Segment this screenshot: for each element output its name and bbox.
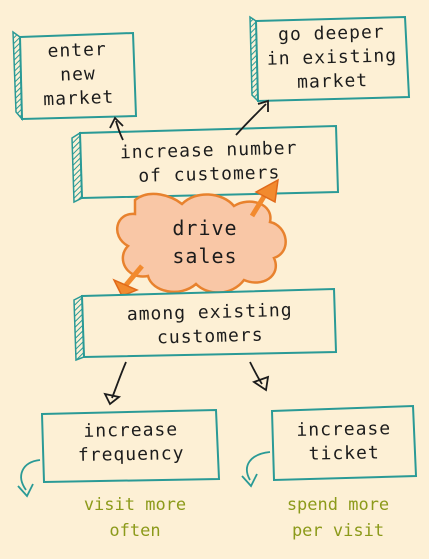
arrow-to-increase-ticket (249, 361, 270, 392)
cloud-drive-sales (116, 192, 287, 294)
label-line: market (296, 70, 369, 93)
box-enter-new-market (12, 30, 138, 122)
arrow-to-visit-more-often (17, 459, 41, 498)
label-line: ticket (308, 442, 380, 465)
label-line: drive (172, 216, 238, 240)
label-enter-new-market: enter new market (21, 37, 135, 113)
label-go-deeper: go deeper in existing market (257, 20, 407, 96)
label-line: market (42, 86, 115, 111)
box-increase-customers (71, 124, 340, 204)
label-line: sales (172, 244, 238, 268)
label-line: frequency (77, 443, 185, 466)
arrow-to-spend-more (241, 451, 271, 488)
note-visit-more-often: visit more often (40, 492, 230, 544)
arrow-cloud-down (112, 264, 144, 297)
note-line: spend more (286, 495, 390, 515)
note-line: per visit (291, 521, 385, 541)
arrow-cloud-up (249, 178, 279, 218)
label-among-existing: among existing customers (85, 298, 334, 352)
box-go-deeper (249, 15, 411, 103)
box-increase-frequency (40, 408, 221, 484)
label-line: increase (296, 418, 392, 441)
box-among-existing (73, 287, 338, 362)
arrow-to-go-deeper (235, 99, 269, 136)
note-spend-more-per-visit: spend more per visit (258, 492, 418, 544)
arrow-to-increase-frequency (103, 361, 127, 406)
label-line: in existing (266, 45, 398, 70)
note-line: visit more (83, 495, 187, 515)
arrow-to-enter-new-market (109, 116, 124, 141)
box-increase-ticket (270, 404, 418, 482)
label-drive-sales: drive sales (140, 214, 270, 270)
label-increase-ticket: increase ticket (274, 417, 415, 467)
label-increase-frequency: increase frequency (44, 417, 219, 468)
note-line: often (109, 521, 161, 541)
label-increase-customers: increase number of customers (83, 136, 334, 191)
label-line: increase (83, 419, 179, 442)
